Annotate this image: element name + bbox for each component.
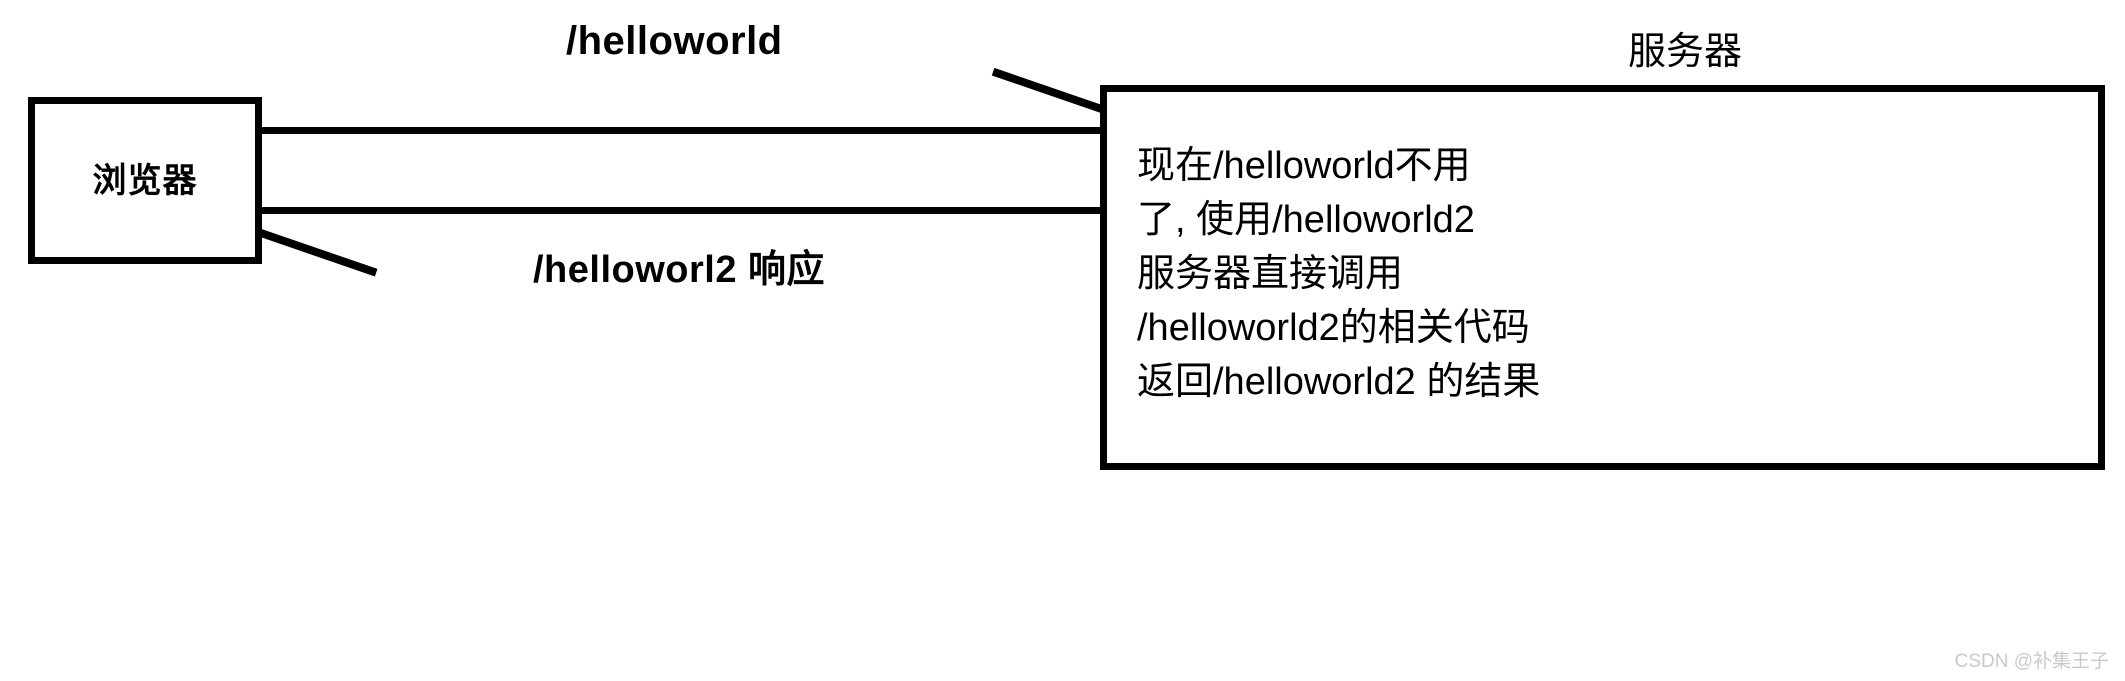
server-body-line: 了, 使用/helloworld2: [1137, 198, 1475, 241]
server-body-line: 返回/helloworld2 的结果: [1137, 360, 1541, 403]
server-node-title: 服务器: [1628, 31, 1743, 73]
request-arrow-line: [262, 127, 1103, 134]
response-arrowhead-icon: [256, 228, 378, 277]
request-arrowhead-icon: [991, 67, 1118, 118]
server-node: 现在/helloworld不用 了, 使用/helloworld2 服务器直接调…: [1100, 85, 2105, 470]
browser-node: 浏览器: [28, 97, 262, 264]
browser-node-label: 浏览器: [92, 161, 198, 200]
server-body-line: /helloworld2的相关代码: [1137, 306, 1530, 349]
watermark: CSDN @补集王子: [1954, 651, 2109, 672]
response-arrow-line: [262, 207, 1103, 214]
server-node-body: 现在/helloworld不用 了, 使用/helloworld2 服务器直接调…: [1137, 140, 2077, 410]
response-edge-label: /helloworl2 响应: [533, 249, 826, 291]
server-body-line: 现在/helloworld不用: [1137, 145, 1471, 187]
request-edge-label: /helloworld: [566, 19, 783, 63]
server-body-line: 服务器直接调用: [1137, 252, 1404, 295]
